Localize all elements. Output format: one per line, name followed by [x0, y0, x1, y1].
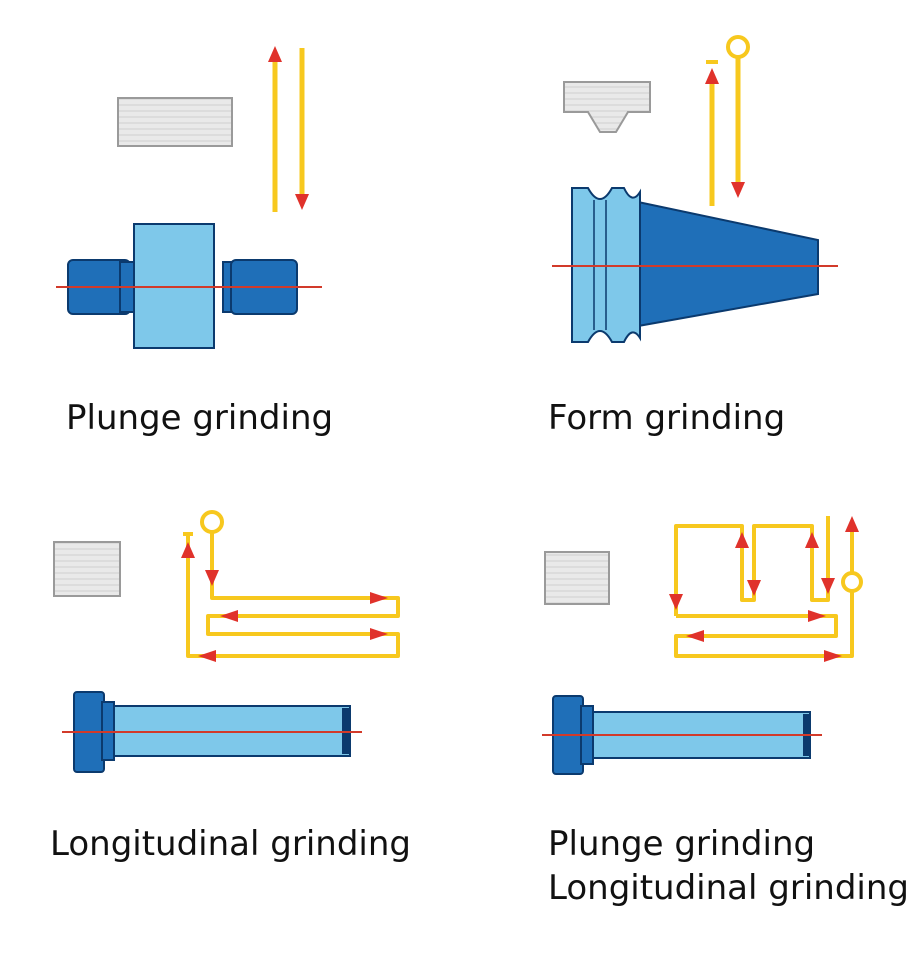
caption-longitudinal-grinding: Longitudinal grinding	[50, 824, 411, 864]
caption-form-grinding: Form grinding	[548, 398, 786, 438]
workpiece	[56, 223, 322, 349]
grinding-wheel	[544, 551, 610, 605]
panel-longitudinal-grinding	[53, 510, 400, 773]
grinding-wheel	[117, 97, 233, 147]
caption-plunge-grinding: Plunge grinding	[66, 398, 334, 438]
panel-plunge-longitudinal-grinding	[542, 516, 863, 775]
workpiece-cone	[552, 187, 838, 343]
form-grinding-wheel	[563, 81, 651, 133]
grinding-wheel	[53, 541, 121, 597]
combined-path	[669, 516, 863, 662]
panel-plunge-grinding	[56, 46, 322, 349]
caption-longitudinal-grinding-line2: Longitudinal grinding	[548, 868, 909, 908]
workpiece	[542, 695, 822, 775]
traverse-path	[181, 510, 400, 662]
panel-form-grinding	[552, 35, 838, 343]
caption-plunge-grinding-line1: Plunge grinding	[548, 824, 816, 864]
feed-arrows	[268, 46, 309, 212]
workpiece	[62, 691, 362, 773]
feed-arrows	[705, 35, 750, 206]
